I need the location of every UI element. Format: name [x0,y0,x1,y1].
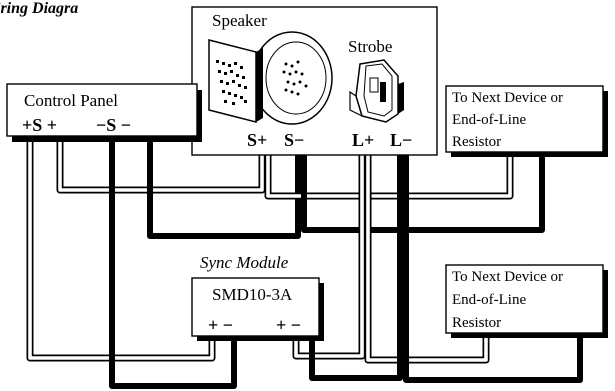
next-device-top-line-2: End-of-Line [452,112,526,128]
control-panel-title: Control Panel [24,91,118,110]
next-device-top-line-3: Resistor [452,134,501,150]
terminal-s-minus: S− [284,130,304,150]
speaker-icon [208,31,333,125]
control-panel-terminals-right: −S − [96,115,131,135]
next-device-bottom-line-1: To Next Device or [452,269,563,285]
sync-module-terminals-left: + − [208,315,233,335]
strobe-icon [349,59,404,123]
next-device-top-line-1: To Next Device or [452,90,563,106]
sync-module-caption: Sync Module [200,253,289,272]
next-device-top: To Next Device or End-of-Line Resistor [445,85,608,157]
sync-module: Sync Module SMD10-3A + − + − [191,253,324,341]
control-panel: Control Panel +S + −S − [6,83,202,142]
next-device-bottom-line-2: End-of-Line [452,292,526,308]
strobe-label: Strobe [348,37,392,56]
next-device-bottom-line-3: Resistor [452,315,501,331]
control-panel-terminals-left: +S + [22,115,57,135]
next-device-bottom: To Next Device or End-of-Line Resistor [445,264,608,338]
sync-module-model: SMD10-3A [212,285,293,304]
terminal-l-minus: L− [390,130,412,150]
terminal-s-plus: S+ [247,130,267,150]
sync-module-terminals-right: + − [276,315,301,335]
header-fragment: iring Diagra [0,0,78,17]
speaker-strobe-device: Speaker Strobe [191,6,438,156]
speaker-label: Speaker [212,11,267,30]
terminal-l-plus: L+ [352,130,374,150]
wires [26,136,583,389]
